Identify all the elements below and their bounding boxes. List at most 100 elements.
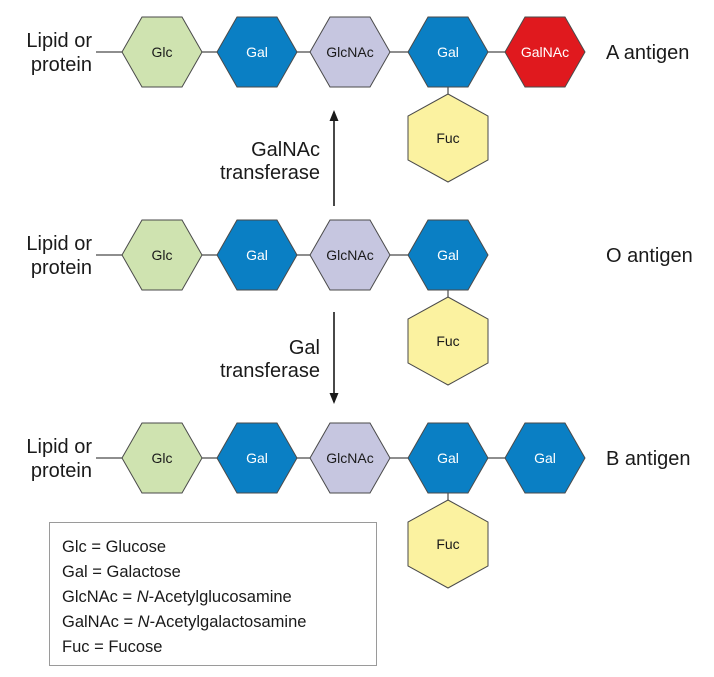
sugar-label: Gal — [246, 44, 268, 60]
legend-line-fuc: Fuc = Fucose — [62, 635, 376, 660]
legend-line-glcnac: GlcNAc = N-Acetylglucosamine — [62, 585, 376, 610]
legend-name: -Acetylglucosamine — [148, 588, 292, 606]
enzyme-label-line: GalNAc — [251, 139, 320, 161]
legend-line-glc: Glc = Glucose — [62, 535, 376, 560]
sugar-gal: Gal — [407, 219, 489, 291]
antigen-label: B antigen — [606, 448, 691, 470]
substrate-label-line: Lipid or — [26, 30, 92, 52]
sugar-hexagon — [407, 422, 489, 494]
sugar-label: Gal — [534, 450, 556, 466]
sugar-hexagon — [407, 296, 489, 386]
sugar-label: Glc — [152, 247, 173, 263]
legend-eq: = — [117, 588, 137, 606]
sugar-gal: Gal — [216, 16, 298, 88]
sugar-hexagon — [216, 16, 298, 88]
legend-box: Glc = Glucose Gal = Galactose GlcNAc = N… — [49, 522, 377, 666]
antigen-label: O antigen — [606, 245, 693, 267]
sugar-gal: Gal — [407, 422, 489, 494]
sugar-galnac: GalNAc — [504, 16, 586, 88]
sugar-hexagon — [309, 219, 391, 291]
sugar-hexagon — [407, 93, 489, 183]
sugar-hexagon — [121, 422, 203, 494]
sugar-gal: Gal — [407, 16, 489, 88]
sugar-glc: Glc — [121, 16, 203, 88]
sugar-label: GlcNAc — [326, 450, 373, 466]
sugar-hexagon — [407, 16, 489, 88]
sugar-hexagon — [216, 219, 298, 291]
sugar-label: Gal — [246, 450, 268, 466]
sugar-hexagon — [504, 422, 586, 494]
sugar-hexagon — [309, 422, 391, 494]
sugar-hexagon — [121, 16, 203, 88]
sugar-glcnac: GlcNAc — [309, 422, 391, 494]
sugar-label: Fuc — [436, 536, 459, 552]
substrate-label-line: protein — [31, 460, 92, 482]
legend-line-gal: Gal = Galactose — [62, 560, 376, 585]
sugar-hexagon — [407, 219, 489, 291]
legend-eq: = — [118, 613, 138, 631]
sugar-gal: Gal — [504, 422, 586, 494]
sugar-label: Gal — [437, 247, 459, 263]
substrate-label-line: protein — [31, 54, 92, 76]
sugar-glc: Glc — [121, 219, 203, 291]
legend-italic: N — [137, 613, 150, 631]
legend-abbr: Gal — [62, 563, 88, 581]
substrate-label-line: protein — [31, 257, 92, 279]
legend-line-galnac: GalNAc = N-Acetylgalactosamine — [62, 610, 376, 635]
sugar-label: Glc — [152, 450, 173, 466]
sugar-gal: Gal — [216, 219, 298, 291]
sugar-label: Gal — [437, 450, 459, 466]
arrow-head — [329, 393, 339, 404]
sugar-glcnac: GlcNAc — [309, 16, 391, 88]
sugar-glcnac: GlcNAc — [309, 219, 391, 291]
legend-eq: = — [89, 638, 109, 656]
antigen-label: A antigen — [606, 42, 689, 64]
sugar-label: GlcNAc — [326, 44, 373, 60]
legend-abbr: GlcNAc — [62, 588, 118, 606]
sugar-fuc: Fuc — [407, 499, 489, 589]
legend-eq: = — [87, 563, 107, 581]
enzyme-label-line: transferase — [220, 360, 320, 382]
legend-abbr: Glc — [62, 538, 87, 556]
sugar-hexagon — [309, 16, 391, 88]
sugar-glc: Glc — [121, 422, 203, 494]
legend-name: Fucose — [108, 638, 163, 656]
enzyme-label-line: Gal — [289, 337, 320, 359]
substrate-label-line: Lipid or — [26, 233, 92, 255]
sugar-hexagon — [121, 219, 203, 291]
sugar-label: Fuc — [436, 333, 459, 349]
legend-name: Glucose — [105, 538, 167, 556]
sugar-fuc: Fuc — [407, 93, 489, 183]
sugar-label: Fuc — [436, 130, 459, 146]
sugar-gal: Gal — [216, 422, 298, 494]
enzyme-label-line: transferase — [220, 162, 320, 184]
sugar-hexagon — [407, 499, 489, 589]
sugar-label: GlcNAc — [326, 247, 373, 263]
sugar-label: GalNAc — [521, 44, 569, 60]
legend-name: Galactose — [106, 563, 181, 581]
legend-italic: N — [136, 588, 149, 606]
legend-eq: = — [86, 538, 106, 556]
sugar-label: Glc — [152, 44, 173, 60]
sugar-label: Gal — [246, 247, 268, 263]
sugar-hexagon — [216, 422, 298, 494]
sugar-fuc: Fuc — [407, 296, 489, 386]
legend-abbr: Fuc — [62, 638, 90, 656]
arrow-head — [329, 110, 339, 121]
sugar-hexagon — [504, 16, 586, 88]
sugar-label: Gal — [437, 44, 459, 60]
legend-abbr: GalNAc — [62, 613, 119, 631]
